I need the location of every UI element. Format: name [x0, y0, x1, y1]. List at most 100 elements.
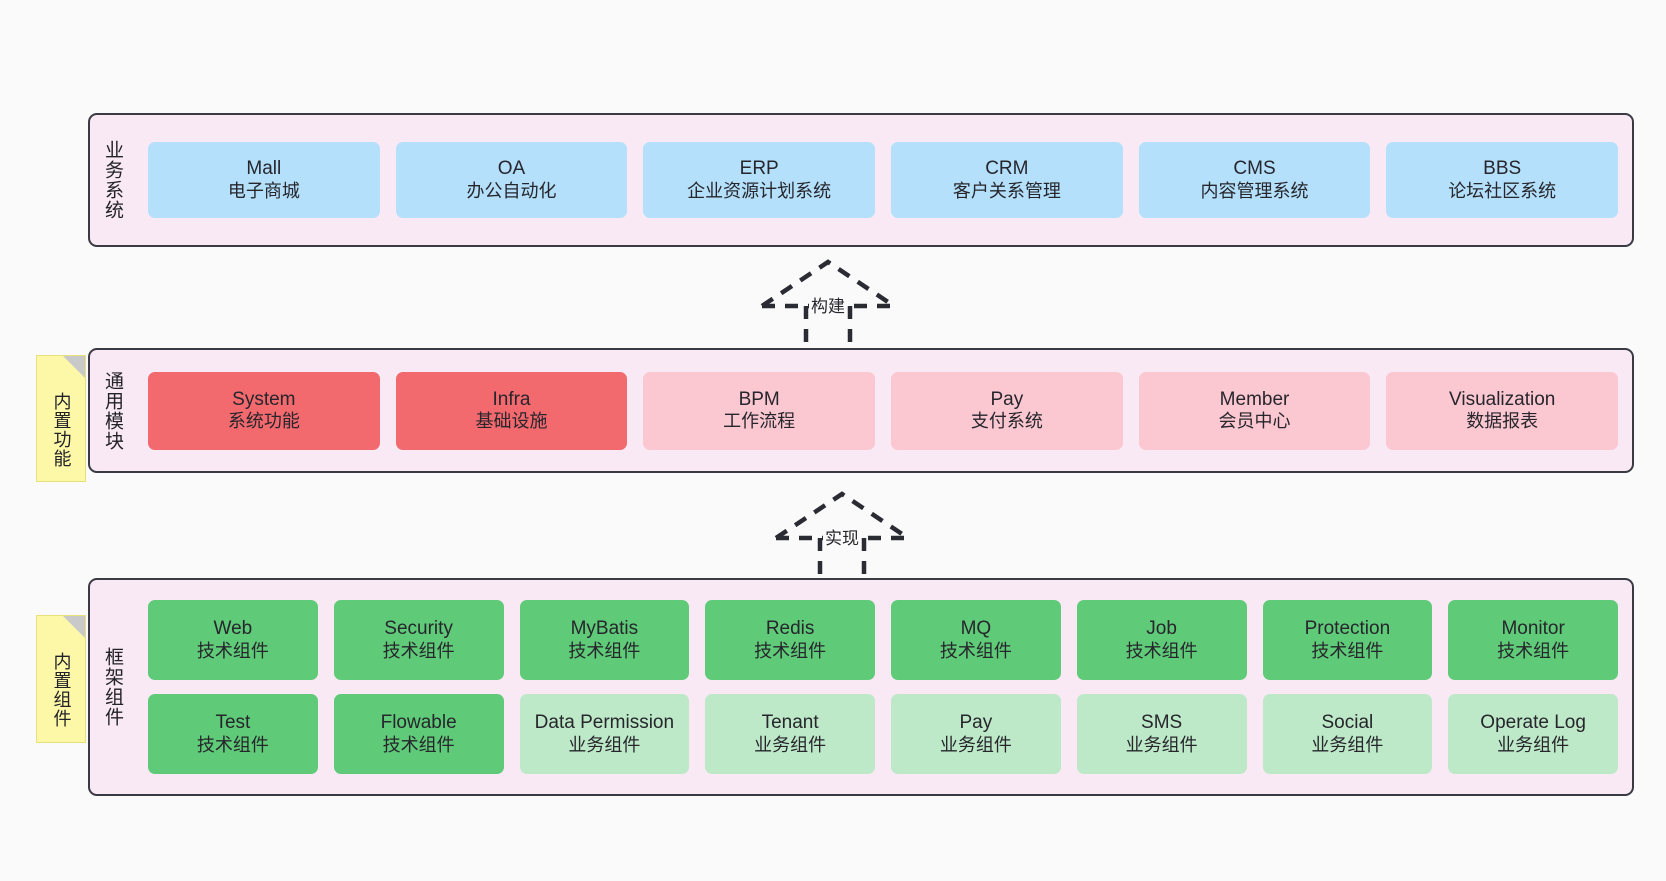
- module-en-label: System: [232, 388, 296, 410]
- module-cn-label: 电子商城: [227, 180, 300, 201]
- connector-implement-glyph: [774, 491, 910, 576]
- module-en-label: Pay: [990, 388, 1024, 410]
- module-cn-label: 业务组件: [1125, 734, 1198, 755]
- module-en-label: Data Permission: [534, 712, 675, 734]
- module-box-protection[interactable]: Protection 技术组件: [1262, 600, 1433, 680]
- layer-body-common: System 系统功能 Infra 基础设施 BPM 工作流程 Pay 支付系统…: [134, 350, 1632, 471]
- module-en-label: Social: [1321, 712, 1374, 734]
- module-cn-label: 办公自动化: [466, 180, 557, 201]
- module-cn-label: 业务组件: [1311, 734, 1384, 755]
- module-box-mall[interactable]: Mall 电子商城: [148, 142, 380, 218]
- module-cn-label: 会员中心: [1218, 411, 1291, 432]
- module-box-monitor[interactable]: Monitor 技术组件: [1448, 600, 1618, 680]
- module-cn-label: 客户关系管理: [952, 180, 1061, 201]
- sticky-note-builtin-component: 内置组件: [36, 615, 86, 743]
- layer-common-module[interactable]: 通用模块 System 系统功能 Infra 基础设施 BPM 工作流程 Pay…: [88, 348, 1634, 473]
- module-box-pay-business[interactable]: Pay 业务组件: [891, 694, 1061, 774]
- connector-implement-label: 实现: [823, 524, 861, 549]
- module-en-label: Monitor: [1501, 618, 1565, 640]
- module-cn-label: 系统功能: [227, 411, 300, 432]
- connector-implement: 实现: [772, 490, 912, 576]
- module-box-data-permission[interactable]: Data Permission 业务组件: [519, 694, 690, 774]
- module-cn-label: 业务组件: [939, 734, 1012, 755]
- module-cn-label: 技术组件: [568, 640, 641, 661]
- module-en-label: Member: [1219, 388, 1290, 410]
- sticky-note-label: 内置组件: [51, 652, 72, 728]
- module-en-label: MyBatis: [570, 618, 639, 640]
- module-en-label: SMS: [1141, 712, 1183, 734]
- module-cn-label: 技术组件: [754, 640, 827, 661]
- module-box-test[interactable]: Test 技术组件: [148, 694, 318, 774]
- layer-title-common: 通用模块: [102, 370, 124, 451]
- module-box-security[interactable]: Security 技术组件: [333, 600, 504, 680]
- module-box-flowable[interactable]: Flowable 技术组件: [333, 694, 504, 774]
- layer-business-system[interactable]: 业务系统 Mall 电子商城 OA 办公自动化 ERP 企业资源计划系统 CRM…: [88, 113, 1634, 247]
- module-en-label: Flowable: [380, 712, 457, 734]
- module-cn-label: 支付系统: [970, 411, 1043, 432]
- module-cn-label: 技术组件: [1311, 640, 1384, 661]
- module-box-operate-log[interactable]: Operate Log 业务组件: [1448, 694, 1618, 774]
- connector-build: 构建: [758, 258, 898, 344]
- module-box-sms[interactable]: SMS 业务组件: [1076, 694, 1247, 774]
- module-cn-label: 基础设施: [475, 411, 548, 432]
- module-cn-label: 技术组件: [382, 640, 455, 661]
- connector-build-glyph: [760, 259, 896, 344]
- module-box-oa[interactable]: OA 办公自动化: [395, 142, 628, 218]
- module-box-bbs[interactable]: BBS 论坛社区系统: [1386, 142, 1619, 218]
- module-box-redis[interactable]: Redis 技术组件: [705, 600, 875, 680]
- module-cn-label: 企业资源计划系统: [687, 180, 832, 201]
- module-cn-label: 技术组件: [939, 640, 1012, 661]
- module-cn-label: 技术组件: [1125, 640, 1198, 661]
- module-en-label: Mall: [246, 158, 282, 180]
- module-box-job[interactable]: Job 技术组件: [1076, 600, 1247, 680]
- module-cn-label: 技术组件: [196, 734, 269, 755]
- module-box-member[interactable]: Member 会员中心: [1138, 371, 1371, 450]
- framework-row-technical: Web 技术组件 Security 技术组件 MyBatis 技术组件 Redi…: [148, 600, 1618, 680]
- module-en-label: Security: [384, 618, 453, 640]
- module-en-label: BBS: [1483, 158, 1522, 180]
- connector-build-label: 构建: [809, 292, 847, 317]
- module-box-web[interactable]: Web 技术组件: [148, 600, 318, 680]
- module-box-mq[interactable]: MQ 技术组件: [891, 600, 1061, 680]
- module-cn-label: 内容管理系统: [1200, 180, 1309, 201]
- layer-body-framework: Web 技术组件 Security 技术组件 MyBatis 技术组件 Redi…: [134, 580, 1632, 794]
- note-fold-icon: [63, 616, 85, 638]
- module-en-label: CRM: [985, 158, 1029, 180]
- module-en-label: Protection: [1304, 618, 1391, 640]
- module-en-label: Infra: [492, 388, 531, 410]
- module-en-label: MQ: [960, 618, 992, 640]
- layer-framework-component[interactable]: 框架组件 Web 技术组件 Security 技术组件 MyBatis 技术组件…: [88, 578, 1634, 796]
- module-en-label: Web: [213, 618, 253, 640]
- module-en-label: Operate Log: [1480, 712, 1586, 734]
- module-box-erp[interactable]: ERP 企业资源计划系统: [643, 142, 876, 218]
- module-box-cms[interactable]: CMS 内容管理系统: [1138, 142, 1371, 218]
- sticky-note-builtin-function: 内置功能: [36, 355, 86, 482]
- module-en-label: Visualization: [1449, 388, 1556, 410]
- module-en-label: Tenant: [761, 712, 819, 734]
- module-en-label: Job: [1146, 618, 1177, 640]
- module-box-visualization[interactable]: Visualization 数据报表: [1386, 371, 1619, 450]
- module-box-social[interactable]: Social 业务组件: [1262, 694, 1433, 774]
- module-en-label: ERP: [739, 158, 779, 180]
- layer-title-framework: 框架组件: [102, 647, 124, 727]
- module-box-pay[interactable]: Pay 支付系统: [891, 371, 1123, 450]
- module-box-bpm[interactable]: BPM 工作流程: [643, 371, 876, 450]
- module-box-crm[interactable]: CRM 客户关系管理: [891, 142, 1123, 218]
- module-en-label: Test: [215, 712, 251, 734]
- module-en-label: OA: [497, 158, 526, 180]
- module-box-tenant[interactable]: Tenant 业务组件: [705, 694, 875, 774]
- module-en-label: Redis: [765, 618, 815, 640]
- module-cn-label: 技术组件: [382, 734, 455, 755]
- module-en-label: Pay: [959, 712, 993, 734]
- module-cn-label: 数据报表: [1466, 411, 1539, 432]
- module-box-infra[interactable]: Infra 基础设施: [395, 371, 628, 450]
- module-cn-label: 技术组件: [196, 640, 269, 661]
- module-box-system[interactable]: System 系统功能: [148, 371, 380, 450]
- module-box-mybatis[interactable]: MyBatis 技术组件: [519, 600, 690, 680]
- layer-title-business: 业务系统: [102, 140, 124, 220]
- module-cn-label: 技术组件: [1497, 640, 1570, 661]
- note-fold-icon: [63, 356, 85, 378]
- sticky-note-label: 内置功能: [51, 391, 72, 468]
- module-cn-label: 业务组件: [568, 734, 641, 755]
